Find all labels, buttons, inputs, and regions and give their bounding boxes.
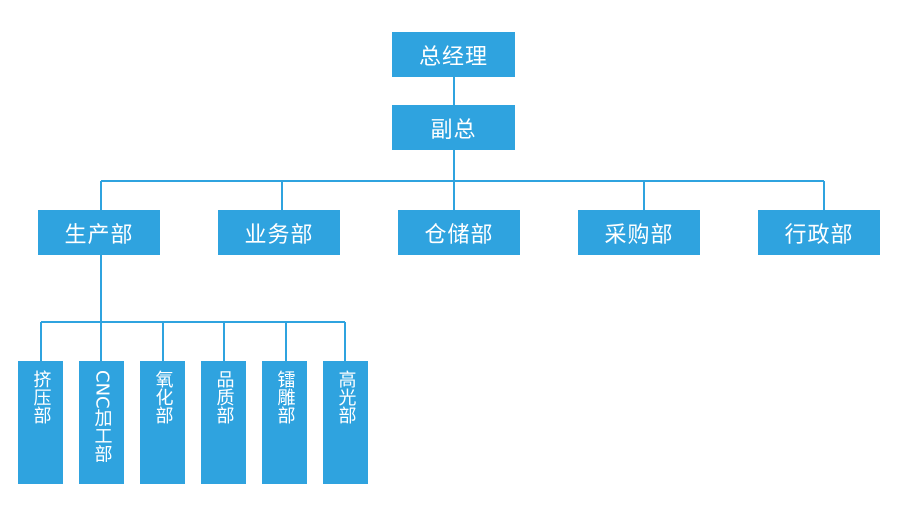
node-department-purchasing: 采购部 bbox=[578, 210, 700, 255]
node-department-business: 业务部 bbox=[218, 210, 340, 255]
node-department-admin: 行政部 bbox=[758, 210, 880, 255]
node-ceo: 总经理 bbox=[392, 32, 515, 77]
node-department-label: 采购部 bbox=[604, 222, 674, 248]
node-unit-quality: 品质部 bbox=[201, 361, 246, 484]
node-unit-label: 挤压部 bbox=[30, 370, 52, 424]
node-unit-label: 高光部 bbox=[335, 370, 357, 424]
node-department-label: 仓储部 bbox=[424, 222, 494, 248]
node-department-label: 生产部 bbox=[64, 222, 134, 248]
node-unit-label: 镭雕部 bbox=[274, 370, 296, 424]
node-unit-laser-engraving: 镭雕部 bbox=[262, 361, 307, 484]
node-department-warehouse: 仓储部 bbox=[398, 210, 520, 255]
node-unit-extrusion: 挤压部 bbox=[18, 361, 63, 484]
node-unit-label: 氧化部 bbox=[152, 370, 174, 424]
node-department-production: 生产部 bbox=[38, 210, 160, 255]
node-department-label: 行政部 bbox=[784, 222, 854, 248]
node-ceo-label: 总经理 bbox=[418, 44, 488, 70]
node-unit-cnc: CNC加工部 bbox=[79, 361, 124, 484]
node-department-label: 业务部 bbox=[244, 222, 314, 248]
node-unit-label: 品质部 bbox=[213, 370, 235, 424]
node-unit-oxidation: 氧化部 bbox=[140, 361, 185, 484]
node-deputy: 副总 bbox=[392, 105, 515, 150]
node-unit-label: CNC加工部 bbox=[91, 370, 113, 463]
node-deputy-label: 副总 bbox=[430, 117, 477, 143]
node-unit-polishing: 高光部 bbox=[323, 361, 368, 484]
